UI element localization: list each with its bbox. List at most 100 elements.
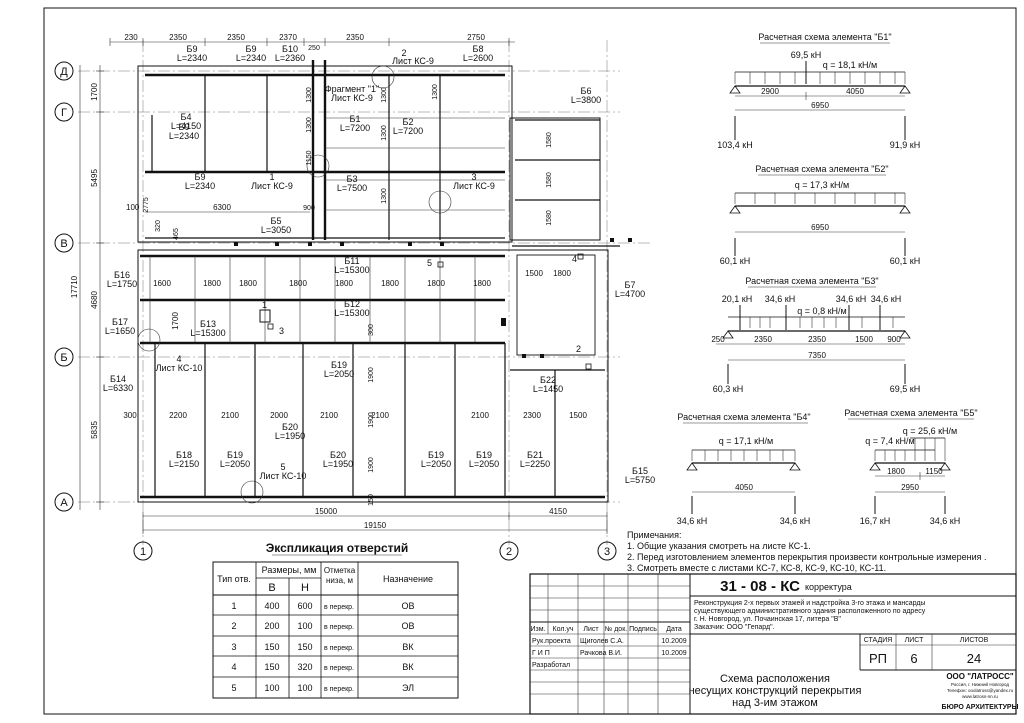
- opening-cell-b: 100: [264, 683, 279, 693]
- opening-cell-h: 150: [297, 642, 312, 652]
- beam-label-length: L=2360: [275, 53, 305, 63]
- sheets-label: ЛИСТОВ: [960, 637, 989, 644]
- point-load: 20,1 кН: [722, 294, 752, 304]
- stamp-hdr: № док.: [605, 626, 627, 633]
- beam-label-length: L=6330: [103, 383, 133, 393]
- drawing-code-suffix: корректура: [805, 582, 852, 592]
- dim-inner: 1300: [306, 87, 313, 103]
- dim-inner: 1500: [569, 411, 587, 420]
- dim-inner: 1800: [381, 279, 399, 288]
- opening-cell-type: 5: [231, 683, 236, 693]
- title-block: Изм. Кол.уч Лист № док. Подпись Дата Рук…: [529, 573, 1019, 715]
- beam-label-length: L=1950: [275, 431, 305, 441]
- beam-label-mark: Б8: [473, 44, 484, 54]
- beam-label-mark: Б19: [331, 360, 347, 370]
- openings-table: Экспликация отверстий Тип отв. Размеры, …: [212, 541, 459, 699]
- beam-label-mark: Б1: [350, 114, 361, 124]
- project-desc: г. Н. Новгород, ул. Почаинская 17, литер…: [694, 616, 841, 623]
- distributed-load: q = 17,1 кН/м: [719, 436, 773, 446]
- dim-top: 250: [308, 45, 320, 52]
- dim-inner: 2775: [143, 197, 150, 213]
- dim-top: 2750: [467, 33, 485, 42]
- beam-label-length: L=4700: [615, 289, 645, 299]
- reaction-left: 60,3 кН: [713, 384, 743, 394]
- dim-top: 230: [124, 33, 138, 42]
- col-purpose: Назначение: [383, 574, 433, 584]
- sheet-value: 6: [910, 651, 917, 666]
- col-type: Тип отв.: [217, 574, 251, 584]
- scheme-title: Расчетная схема элемента "Б1": [758, 32, 891, 42]
- opening-marker: 2: [576, 344, 581, 354]
- dim-inner: 1150: [306, 150, 313, 165]
- wall-outline-annex: [509, 117, 601, 241]
- beam-label-length: L=3800: [571, 95, 601, 105]
- openings-on-plan: [234, 238, 632, 370]
- stage-value: РП: [869, 651, 887, 666]
- dim-inner: 1900: [368, 367, 375, 383]
- reaction-right: 91,9 кН: [890, 140, 920, 150]
- distributed-load: q = 17,3 кН/м: [795, 180, 849, 190]
- dim-inner: 1800: [239, 279, 257, 288]
- company-info: www.latross-nn.ru: [962, 694, 998, 699]
- dim-inner: 900: [303, 205, 315, 212]
- scheme-title: Расчетная схема элемента "Б2": [755, 164, 888, 174]
- beam-label-length: L=2340: [169, 131, 199, 141]
- dim-top: 2370: [279, 33, 297, 42]
- company-info: Россия, г. Нижний Новгород: [951, 681, 1009, 687]
- beam-label-mark: Б4: [181, 112, 192, 122]
- drawing-title: над 3-им этажом: [732, 697, 818, 709]
- distributed-load: q = 25,6 кН/м: [903, 426, 957, 436]
- dim-inner: 1300: [381, 125, 388, 141]
- person-name: Щиголев С.А.: [580, 638, 624, 645]
- notes-title: Примечания:: [627, 530, 681, 540]
- beam-labels: Б9L=2340Б9L=2340Б10L=2360Б8L=2600Б6L=380…: [103, 44, 655, 485]
- project-desc: существующего административного здания р…: [694, 608, 926, 615]
- beam-label-length: L=7200: [340, 123, 370, 133]
- note-line: 3. Смотреть вместе с листами КС-7, КС-8,…: [627, 563, 886, 573]
- opening-cell-type: 2: [231, 621, 236, 631]
- beam-label-mark: Б9: [195, 172, 206, 182]
- dim-inner: 1580: [546, 210, 553, 226]
- scheme-dim: 1500: [855, 335, 873, 344]
- beam-label-length: L=2050: [469, 459, 499, 469]
- openings-title: Экспликация отверстий: [266, 541, 409, 555]
- sheets-value: 24: [967, 651, 981, 666]
- scheme-dim: 2350: [808, 335, 826, 344]
- project-desc: Реконструкция 2-х первых этажей и надстр…: [694, 599, 925, 607]
- beam-label-length: L=15300: [334, 265, 369, 275]
- reaction-right: 34,6 кН: [930, 516, 960, 526]
- col-h: Н: [301, 582, 309, 594]
- beam-label-mark: Б14: [110, 374, 126, 384]
- scheme-b5: Расчетная схема элемента "Б5" q = 25,6 к…: [844, 408, 977, 526]
- company-info: Телефон: ooolatross@yandex.ru: [947, 688, 1014, 693]
- beam-label-mark: Б15: [632, 466, 648, 476]
- callout-circles: [137, 65, 452, 504]
- callout-number: 3: [471, 172, 476, 182]
- beam-label-mark: Б10: [282, 44, 298, 54]
- person-role: Г И П: [532, 650, 550, 657]
- note-line: 1. Общие указания смотреть на листе КС-1…: [627, 541, 811, 551]
- dim-inner: 1800: [473, 279, 491, 288]
- callout-number: 1: [269, 172, 274, 182]
- person-date: 10.2009: [661, 638, 686, 645]
- callout-texts: 2 Лист КС-9 Фрагмент "1" Лист КС-9 1 Лис…: [156, 48, 581, 481]
- point-load: 69,5 кН: [791, 50, 821, 60]
- scheme-span: 6950: [811, 101, 829, 110]
- beam-label-mark: Б9: [246, 44, 257, 54]
- scheme-dim: 4050: [846, 87, 864, 96]
- beam-label-length: L=7200: [393, 126, 423, 136]
- callout-number: 4: [176, 354, 181, 364]
- dim-inner: 2200: [169, 411, 187, 420]
- beam-label-length: L=5750: [625, 475, 655, 485]
- opening-cell-b: 150: [264, 642, 279, 652]
- dim-inner: 300: [368, 324, 375, 336]
- callout-sheet: Лист КС-10: [260, 471, 307, 481]
- dim-inner: 1300: [381, 87, 388, 103]
- dim-left: 1700: [90, 83, 99, 101]
- dim-inner: 1800: [289, 279, 307, 288]
- beam-label-length: L=2050: [421, 459, 451, 469]
- point-load: 34,6 кН: [836, 294, 866, 304]
- dim-inner: 1300: [381, 188, 388, 204]
- axis-label-d: Д: [60, 66, 68, 78]
